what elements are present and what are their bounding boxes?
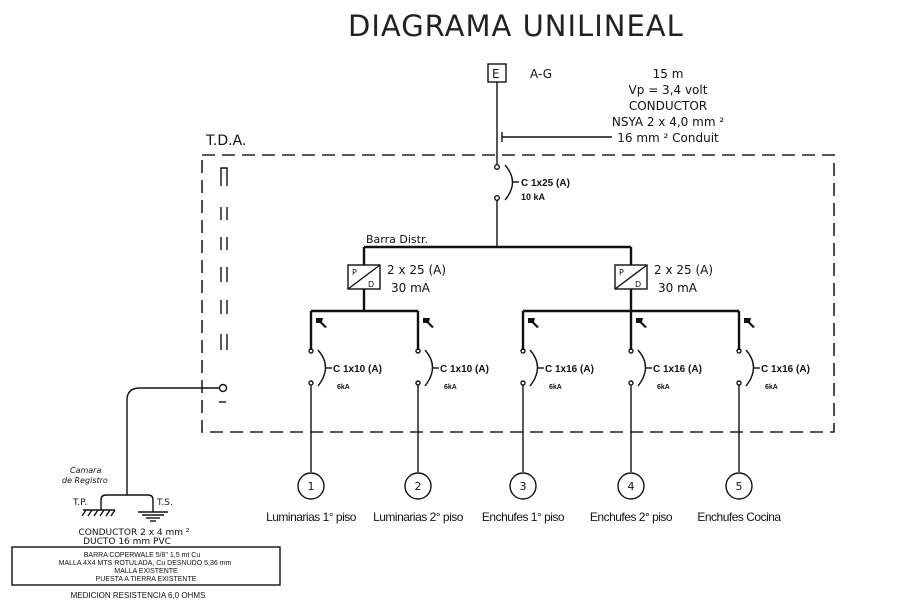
spec-length: 15 m bbox=[653, 67, 684, 81]
phase-flag-icon bbox=[528, 318, 539, 328]
svg-text:D: D bbox=[368, 280, 374, 289]
differential-left-sensitivity: 30 mA bbox=[391, 281, 431, 295]
circuit-number-circle bbox=[617, 472, 645, 500]
circuit-number-circle bbox=[404, 472, 432, 500]
main-breaker-rating: C 1x25 (A) bbox=[521, 178, 570, 189]
spec-conductor-type: NSYA 2 x 4,0 mm ² bbox=[612, 115, 724, 129]
ts-ground-symbol bbox=[138, 511, 168, 522]
differential-left-rating: 2 x 25 (A) bbox=[387, 263, 446, 277]
svg-text:P: P bbox=[352, 268, 357, 277]
circuit-breaker-capacity: 6kA bbox=[337, 384, 350, 391]
panel-label: T.D.A. bbox=[205, 133, 246, 149]
circuit-number-circle bbox=[725, 472, 753, 500]
circuit-breaker-rating: C 1x10 (A) bbox=[440, 364, 489, 375]
differential-right-sensitivity: 30 mA bbox=[658, 281, 698, 295]
circuit-name: Luminarias 2° piso bbox=[373, 510, 464, 524]
phase-flag-icon bbox=[316, 318, 327, 328]
ground-box-line-2: MALLA 4X4 MTS ROTULADA, Cu DESNUDO 5,36 … bbox=[59, 560, 232, 567]
bus-label: Barra Distr. bbox=[366, 233, 428, 246]
circuit-breaker-capacity: 6kA bbox=[657, 384, 670, 391]
circuit-name: Luminarias 1° piso bbox=[266, 510, 357, 524]
ground-box-line-4: PUESTA A TIERRA EXISTENTE bbox=[96, 576, 197, 583]
ground-split bbox=[100, 494, 154, 512]
diagram-title: DIAGRAMA UNILINEAL bbox=[348, 9, 684, 43]
circuit-breaker-rating: C 1x16 (A) bbox=[653, 364, 702, 375]
differential-right-rating: 2 x 25 (A) bbox=[654, 263, 713, 277]
chamber-label-1: Camara bbox=[70, 466, 101, 475]
phase-flag-icon bbox=[744, 318, 755, 328]
phase-flag-icon bbox=[423, 318, 434, 328]
phase-flag-icon bbox=[636, 318, 647, 328]
circuit-breaker-capacity: 6kA bbox=[549, 384, 562, 391]
ground-wire bbox=[126, 387, 219, 495]
circuit-name: Enchufes 2° piso bbox=[590, 510, 673, 524]
spec-voltage-drop: Vp = 3,4 volt bbox=[629, 83, 708, 97]
ground-terminal bbox=[218, 383, 228, 393]
differential-switch-left: P D bbox=[347, 264, 381, 290]
ts-label: T.S. bbox=[156, 498, 173, 508]
circuit-number-circle bbox=[509, 472, 537, 500]
tp-label: T.P. bbox=[72, 498, 87, 508]
grounding-spec-box bbox=[11, 546, 281, 586]
circuit-breaker-rating: C 1x10 (A) bbox=[333, 364, 382, 375]
main-breaker bbox=[494, 163, 519, 246]
panel-terminal-marks bbox=[219, 167, 228, 403]
circuit-number-circle bbox=[297, 472, 325, 500]
ground-resistance: MEDICION RESISTENCIA 6,0 OHMS bbox=[71, 591, 206, 600]
circuit-breaker-capacity: 6kA bbox=[444, 384, 457, 391]
circuit-number: 3 bbox=[520, 480, 527, 493]
main-breaker-capacity: 10 kA bbox=[521, 192, 546, 202]
panel-enclosure bbox=[201, 154, 835, 433]
ground-conductor: CONDUCTOR 2 x 4 mm ² bbox=[79, 528, 190, 538]
circuit-number: 1 bbox=[308, 480, 315, 493]
chamber-label-2: de Registro bbox=[62, 476, 108, 485]
tp-ground-symbol bbox=[81, 509, 116, 517]
supply-specs: 15 m Vp = 3,4 volt CONDUCTOR NSYA 2 x 4,… bbox=[612, 67, 724, 145]
ground-box-line-1: BARRA COPERWALE 5/8" 1,5 mt Cu bbox=[84, 552, 201, 559]
circuit-number: 4 bbox=[628, 480, 635, 493]
ground-box-line-3: MALLA EXISTENTE bbox=[114, 568, 178, 575]
svg-text:D: D bbox=[635, 280, 641, 289]
feeder-label: A-G bbox=[530, 67, 552, 81]
meter-label: E bbox=[492, 67, 500, 81]
differential-switch-right: P D bbox=[614, 264, 648, 290]
circuit-breaker-rating: C 1x16 (A) bbox=[761, 364, 810, 375]
svg-text:P: P bbox=[619, 268, 624, 277]
spec-conductor-heading: CONDUCTOR bbox=[629, 99, 707, 113]
circuit-number: 2 bbox=[415, 480, 422, 493]
circuit-name: Enchufes Cocina bbox=[697, 510, 781, 524]
circuit-breaker-capacity: 6kA bbox=[765, 384, 778, 391]
circuit-breaker-rating: C 1x16 (A) bbox=[545, 364, 594, 375]
circuit-number: 5 bbox=[736, 480, 743, 493]
ground-duct: DUCTO 16 mm PVC bbox=[83, 537, 171, 547]
spec-conduit: 16 mm ² Conduit bbox=[617, 131, 719, 145]
circuit-name: Enchufes 1° piso bbox=[482, 510, 565, 524]
